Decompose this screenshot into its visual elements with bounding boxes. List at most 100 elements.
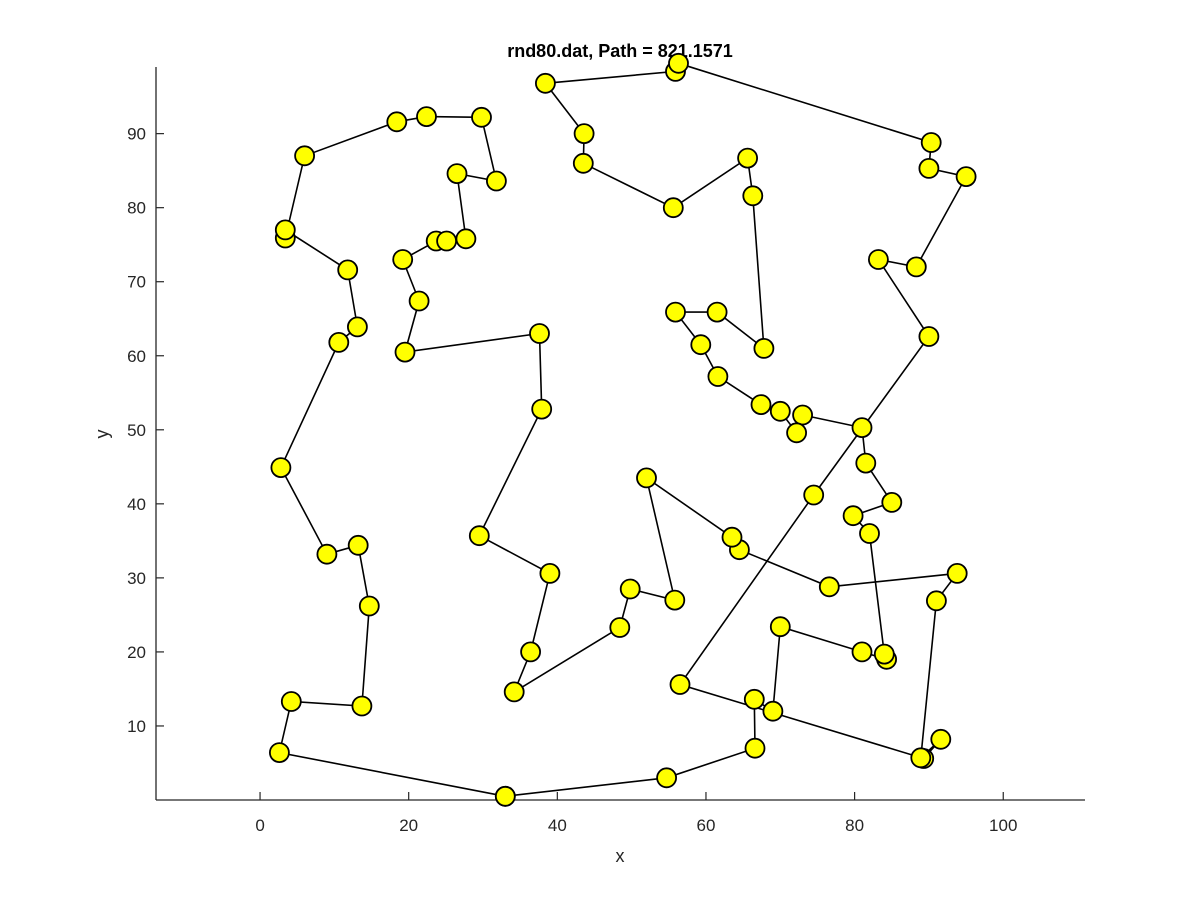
city-point (669, 674, 691, 695)
y-axis-title: y (92, 430, 112, 439)
city-point (662, 197, 684, 219)
city-points-layer (268, 52, 977, 807)
city-point (918, 157, 940, 179)
city-point (753, 337, 775, 359)
city-point (494, 785, 516, 807)
city-point (337, 259, 359, 281)
city-point (636, 467, 657, 489)
y-tick-label: 90 (127, 125, 146, 144)
city-point (859, 523, 880, 544)
city-point (468, 525, 490, 547)
city-point (294, 145, 316, 167)
city-point (750, 394, 772, 416)
city-point (803, 484, 825, 506)
x-tick-label: 40 (548, 816, 567, 835)
city-point (851, 641, 873, 663)
city-point (665, 301, 686, 323)
city-point (792, 404, 813, 426)
city-point (436, 230, 458, 252)
x-tick-label: 100 (989, 816, 1017, 835)
city-point (842, 505, 864, 527)
city-point (668, 52, 689, 74)
city-point (346, 316, 368, 338)
city-point (394, 341, 416, 363)
y-tick-label: 10 (127, 717, 146, 736)
x-ticks: 0 20 40 60 80 100 (255, 792, 1017, 835)
city-point (347, 534, 369, 556)
city-point (855, 452, 877, 474)
city-point (446, 163, 468, 185)
city-point (572, 152, 594, 174)
y-tick-label: 60 (127, 347, 146, 366)
city-point (769, 400, 791, 422)
city-point (386, 111, 408, 133)
city-point (455, 228, 477, 250)
city-point (742, 185, 764, 207)
y-tick-label: 50 (127, 421, 146, 440)
city-point (328, 331, 350, 353)
y-tick-label: 70 (127, 273, 146, 292)
city-point (539, 563, 561, 584)
city-point (485, 170, 507, 192)
city-point (706, 301, 728, 323)
y-tick-label: 40 (127, 495, 146, 514)
city-point (744, 737, 766, 759)
city-point (926, 590, 947, 612)
city-point (531, 398, 553, 420)
x-tick-label: 20 (399, 816, 418, 835)
city-point (529, 323, 550, 344)
city-point (274, 219, 296, 241)
city-point (910, 747, 932, 769)
city-point (918, 326, 940, 347)
city-point (851, 417, 873, 439)
city-point (955, 166, 977, 188)
city-point (270, 457, 292, 479)
city-point (762, 700, 784, 722)
city-point (520, 641, 541, 663)
city-point (535, 72, 556, 94)
city-point (408, 290, 430, 312)
x-tick-label: 60 (697, 816, 716, 835)
city-point (268, 742, 290, 763)
city-point (737, 147, 758, 169)
city-point (416, 106, 437, 127)
city-point (316, 543, 338, 565)
city-point (503, 681, 525, 703)
city-point (471, 106, 492, 128)
y-tick-label: 20 (127, 643, 146, 662)
city-point (905, 256, 927, 278)
city-point (868, 249, 889, 270)
x-tick-label: 80 (845, 816, 864, 835)
city-point (573, 123, 595, 145)
city-point (721, 526, 743, 548)
city-point (743, 688, 765, 710)
tour-path-layer (278, 62, 968, 798)
city-point (664, 589, 686, 611)
city-point (656, 767, 677, 789)
city-point (930, 728, 952, 750)
y-ticks: 10 20 30 40 50 60 70 80 90 (127, 125, 164, 736)
tour-path-line (278, 62, 968, 798)
y-tick-label: 30 (127, 569, 146, 588)
city-point (358, 595, 380, 617)
y-tick-label: 80 (127, 199, 146, 218)
city-point (881, 491, 903, 513)
axes (155, 67, 1085, 801)
city-point (280, 691, 302, 712)
city-point (392, 249, 414, 270)
city-point (946, 563, 968, 584)
city-point (619, 578, 641, 600)
city-point (873, 643, 895, 665)
city-point (690, 334, 712, 356)
x-axis-title: x (616, 846, 625, 866)
city-point (920, 132, 942, 153)
chart-title: rnd80.dat, Path = 821.1571 (507, 41, 733, 61)
city-point (707, 366, 729, 387)
city-point (351, 695, 373, 717)
city-point (786, 422, 807, 444)
city-point (818, 576, 840, 598)
x-tick-label: 0 (255, 816, 264, 835)
city-point (609, 617, 631, 638)
city-point (769, 616, 791, 638)
